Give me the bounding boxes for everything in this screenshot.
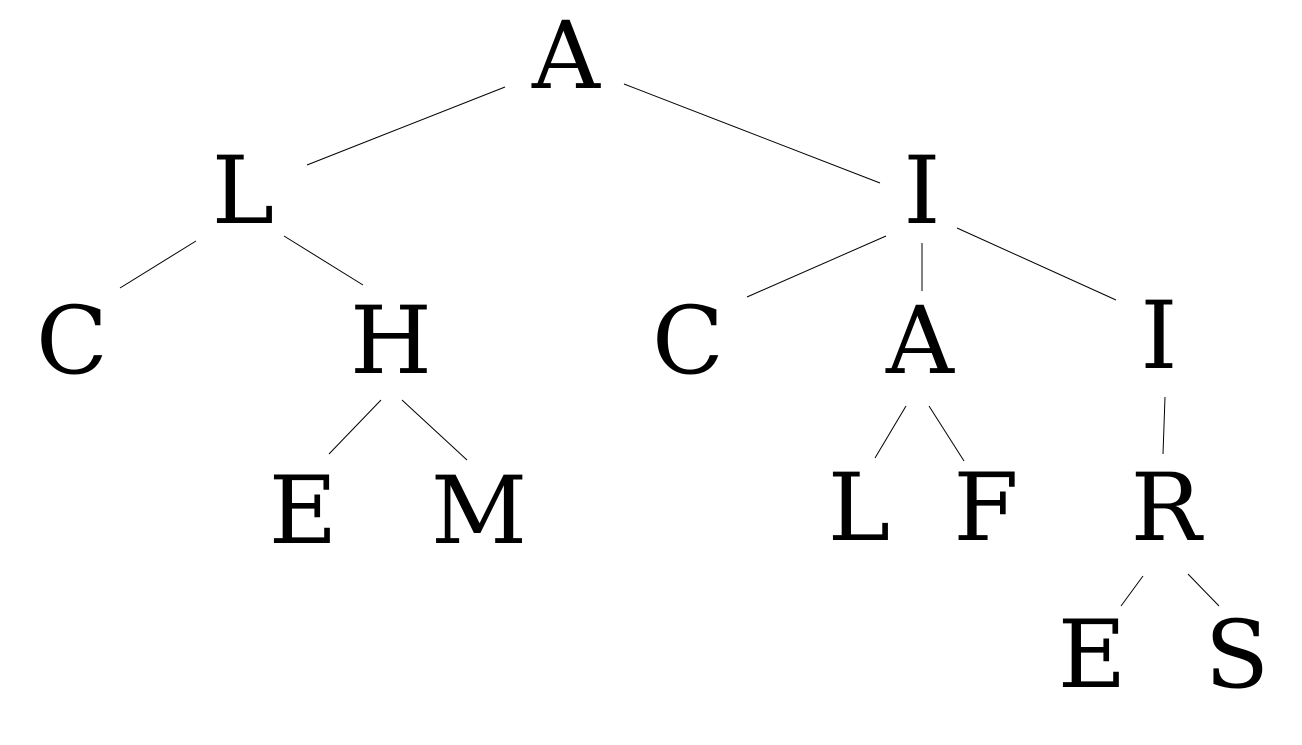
- node-n3: I: [903, 137, 940, 246]
- node-n12: I: [1140, 282, 1177, 391]
- node-n10: L: [828, 454, 890, 563]
- node-n11: F: [953, 454, 1018, 563]
- node-n1: A: [531, 2, 601, 111]
- edge-n3-n8: [746, 235, 887, 298]
- node-n2: L: [212, 137, 274, 246]
- edge-n5-n7: [401, 399, 468, 461]
- edge-n13-n14: [1120, 575, 1144, 607]
- node-n14: E: [1058, 601, 1127, 710]
- node-n15: S: [1205, 601, 1269, 710]
- node-n4: C: [36, 287, 108, 396]
- node-n7: M: [431, 457, 527, 566]
- node-n9: A: [885, 287, 955, 396]
- edge-n1-n3: [623, 83, 881, 184]
- node-n13: R: [1131, 454, 1205, 563]
- edge-n3-n12: [956, 227, 1117, 301]
- edge-n1-n2: [306, 86, 506, 166]
- edge-n9-n11: [928, 405, 965, 462]
- edge-n13-n15: [1187, 573, 1220, 607]
- edge-n9-n10: [874, 405, 907, 459]
- edge-n12-n13: [1162, 396, 1166, 455]
- nodes: A L I C H E M C A L F I R E S: [36, 2, 1269, 710]
- edge-n2-n5: [283, 235, 364, 286]
- edge-n2-n4: [119, 240, 197, 289]
- node-n8: C: [652, 287, 724, 396]
- node-n5: H: [350, 287, 432, 396]
- edge-n5-n6: [328, 399, 382, 455]
- edges: [119, 83, 1220, 607]
- node-n6: E: [269, 457, 338, 566]
